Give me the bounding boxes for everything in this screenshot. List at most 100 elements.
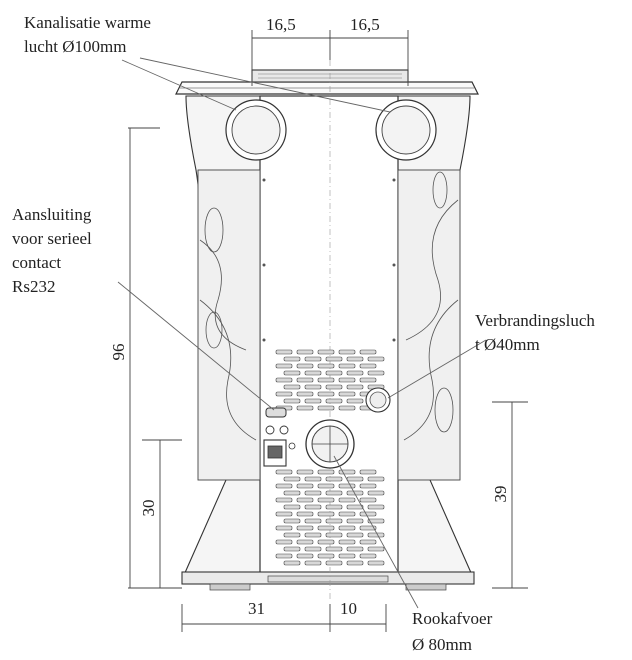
vent-slot [296,469,314,475]
vent-slot [304,490,322,496]
vent-slot [367,370,385,376]
vent-slot [283,532,301,538]
vent-slot [367,532,385,538]
vent-slot [304,398,322,404]
vent-slot [317,363,335,369]
vent-slot [325,356,343,362]
vent-slot [283,398,301,404]
vent-slot [346,476,364,482]
vent-slot [283,490,301,496]
vent-slot [283,356,301,362]
vent-slot [367,546,385,552]
vent-slot [338,363,356,369]
vent-slot [338,553,356,559]
dim-bottom-right: 10 [340,599,357,618]
vent-slot [296,539,314,545]
callout-labels: Kanalisatie warme lucht Ø100mm Aansluiti… [12,13,595,654]
vent-slot [283,370,301,376]
leader-lines [117,57,487,609]
vent-slot [275,377,293,383]
combustion-label-line1: Verbrandingsluch [475,311,595,330]
vent-slot [325,476,343,482]
flue-label-line1: Rookafvoer [412,609,493,628]
flue-label-line2: Ø 80mm [412,635,472,654]
combustion-air-inlet [365,387,391,413]
vent-slot [283,546,301,552]
vent-slot [338,539,356,545]
vent-slot [296,525,314,531]
vent-slot [367,356,385,362]
vent-slot [346,490,364,496]
vent-slot [325,560,343,566]
vent-slot [325,384,343,390]
vent-slot [296,553,314,559]
dim-height-combustion: 39 [491,486,510,503]
vent-slot [317,525,335,531]
vent-slot [275,469,293,475]
vent-slot [346,518,364,524]
vent-slot [304,560,322,566]
vent-slot [346,356,364,362]
vent-grille-upper [275,349,385,411]
serial-label-line1: Aansluiting [12,205,92,224]
vent-slot [346,384,364,390]
vent-slot [338,497,356,503]
dim-height-flue: 30 [139,500,158,517]
vent-slot [325,490,343,496]
vent-slot [346,370,364,376]
serial-label-line4: Rs232 [12,277,55,296]
vent-slot [275,539,293,545]
vent-slot [296,483,314,489]
vent-slot [359,349,377,355]
vent-slot [296,497,314,503]
dim-top-right: 16,5 [350,15,380,34]
vent-slot [317,553,335,559]
vent-slot [317,539,335,545]
vent-slot [325,504,343,510]
vent-slot [304,370,322,376]
vent-slot [367,476,385,482]
vent-slot [325,532,343,538]
vent-slot [304,518,322,524]
warm-air-label-line2: lucht Ø100mm [24,37,126,56]
vent-slot [283,384,301,390]
vent-slot [338,377,356,383]
vent-slot [296,405,314,411]
rs232-connector [265,407,289,435]
vent-slot [359,483,377,489]
vent-slot [325,398,343,404]
vent-slot [317,405,335,411]
vent-slot [367,490,385,496]
vent-slot [296,511,314,517]
vent-slot [317,511,335,517]
vent-slot [317,497,335,503]
vent-slot [275,511,293,517]
dimension-values: 16,5 16,5 96 30 39 31 10 [109,15,510,618]
vent-slot [304,356,322,362]
vent-slot [338,391,356,397]
vent-slot [296,377,314,383]
vent-slot [338,405,356,411]
vent-slot [325,518,343,524]
serial-label-line3: contact [12,253,61,272]
vent-slot [359,553,377,559]
vent-slot [338,469,356,475]
vent-slot [338,525,356,531]
vent-slot [275,349,293,355]
vent-slot [359,377,377,383]
vent-slot [338,349,356,355]
vent-slot [283,476,301,482]
vent-slot [283,504,301,510]
vent-slot [359,363,377,369]
vent-slot [304,546,322,552]
vent-slot [275,391,293,397]
vent-slot [275,553,293,559]
vent-slot [304,532,322,538]
vent-slot [275,525,293,531]
vent-slot [359,525,377,531]
vent-slot [359,539,377,545]
vent-slot [346,560,364,566]
vent-slot [325,370,343,376]
stove-body [175,60,479,600]
